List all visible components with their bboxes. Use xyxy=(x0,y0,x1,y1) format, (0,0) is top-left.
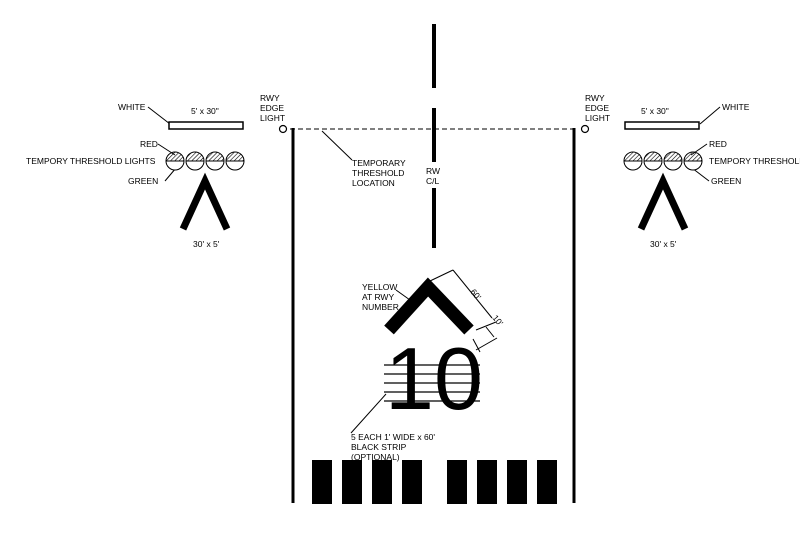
red-label-right: RED xyxy=(709,139,727,149)
threshold-bars xyxy=(312,460,557,504)
red-label-left: RED xyxy=(140,139,158,149)
dim-chevron-offset: 10' xyxy=(490,313,505,328)
svg-text:YELLOW: YELLOW xyxy=(362,282,397,292)
black-strips xyxy=(384,364,480,402)
lights-label-right: TEMPORY THRESHOLD LIGHTS xyxy=(709,156,800,166)
svg-text:LOCATION: LOCATION xyxy=(352,178,395,188)
yellow-note-label: YELLOW AT RWY NUMBER xyxy=(362,282,399,312)
svg-text:LIGHT: LIGHT xyxy=(585,113,610,123)
svg-text:TEMPORARY: TEMPORARY xyxy=(352,158,406,168)
svg-text:5 EACH 1' WIDE x 60': 5 EACH 1' WIDE x 60' xyxy=(351,432,435,442)
strip-note-label: 5 EACH 1' WIDE x 60' BLACK STRIP (OPTION… xyxy=(351,432,435,462)
svg-text:NUMBER: NUMBER xyxy=(362,302,399,312)
green-label-left: GREEN xyxy=(128,176,158,186)
green-label-right: GREEN xyxy=(711,176,741,186)
threshold-location-label: TEMPORARY THRESHOLD LOCATION xyxy=(352,158,406,188)
lights-label-left: TEMPORY THRESHOLD LIGHTS xyxy=(26,156,156,166)
svg-text:THRESHOLD: THRESHOLD xyxy=(352,168,404,178)
svg-text:EDGE: EDGE xyxy=(585,103,609,113)
svg-text:RWY: RWY xyxy=(260,93,280,103)
left-detail-panel: WHITE 5' x 30" RED TEMPORY THRESHOLD LIG… xyxy=(26,102,245,249)
chevron-dimension-lines xyxy=(429,269,498,353)
edge-light-left xyxy=(278,124,288,134)
chevron-left xyxy=(179,172,231,231)
edge-light-right xyxy=(580,124,590,134)
right-detail-panel: 5' x 30" WHITE RED TEMPORY THRESHOLD LIG… xyxy=(623,102,800,249)
strip-leader xyxy=(350,393,387,434)
svg-text:LIGHT: LIGHT xyxy=(260,113,285,123)
centerline-label: RW C/L xyxy=(426,166,440,186)
white-label-right: WHITE xyxy=(722,102,750,112)
dim-chevron-length: 60' xyxy=(468,287,483,302)
white-bar-left xyxy=(168,121,244,130)
edge-light-left-label: RWY EDGE LIGHT xyxy=(260,93,285,123)
yellow-chevron xyxy=(384,277,474,335)
svg-text:(OPTIONAL): (OPTIONAL) xyxy=(351,452,400,462)
svg-text:C/L: C/L xyxy=(426,176,440,186)
white-bar-right xyxy=(624,121,700,130)
yellow-leader xyxy=(395,289,411,301)
svg-text:RW: RW xyxy=(426,166,440,176)
white-label-left: WHITE xyxy=(118,102,146,112)
svg-text:AT RWY: AT RWY xyxy=(362,292,394,302)
chevron-right xyxy=(637,172,689,231)
svg-text:RWY: RWY xyxy=(585,93,605,103)
chevron-dim-left: 30' x 5' xyxy=(193,239,220,249)
threshold-lights-left xyxy=(165,151,245,171)
white-dim-left: 5' x 30" xyxy=(191,106,219,116)
threshold-bar xyxy=(402,460,422,504)
white-dim-right: 5' x 30" xyxy=(641,106,669,116)
svg-text:BLACK STRIP: BLACK STRIP xyxy=(351,442,407,452)
edge-light-right-label: RWY EDGE LIGHT xyxy=(585,93,610,123)
threshold-leader xyxy=(321,130,353,161)
svg-text:EDGE: EDGE xyxy=(260,103,284,113)
runway-number: 10 xyxy=(385,329,483,428)
threshold-lights-right xyxy=(623,151,703,171)
chevron-dim-right: 30' x 5' xyxy=(650,239,677,249)
